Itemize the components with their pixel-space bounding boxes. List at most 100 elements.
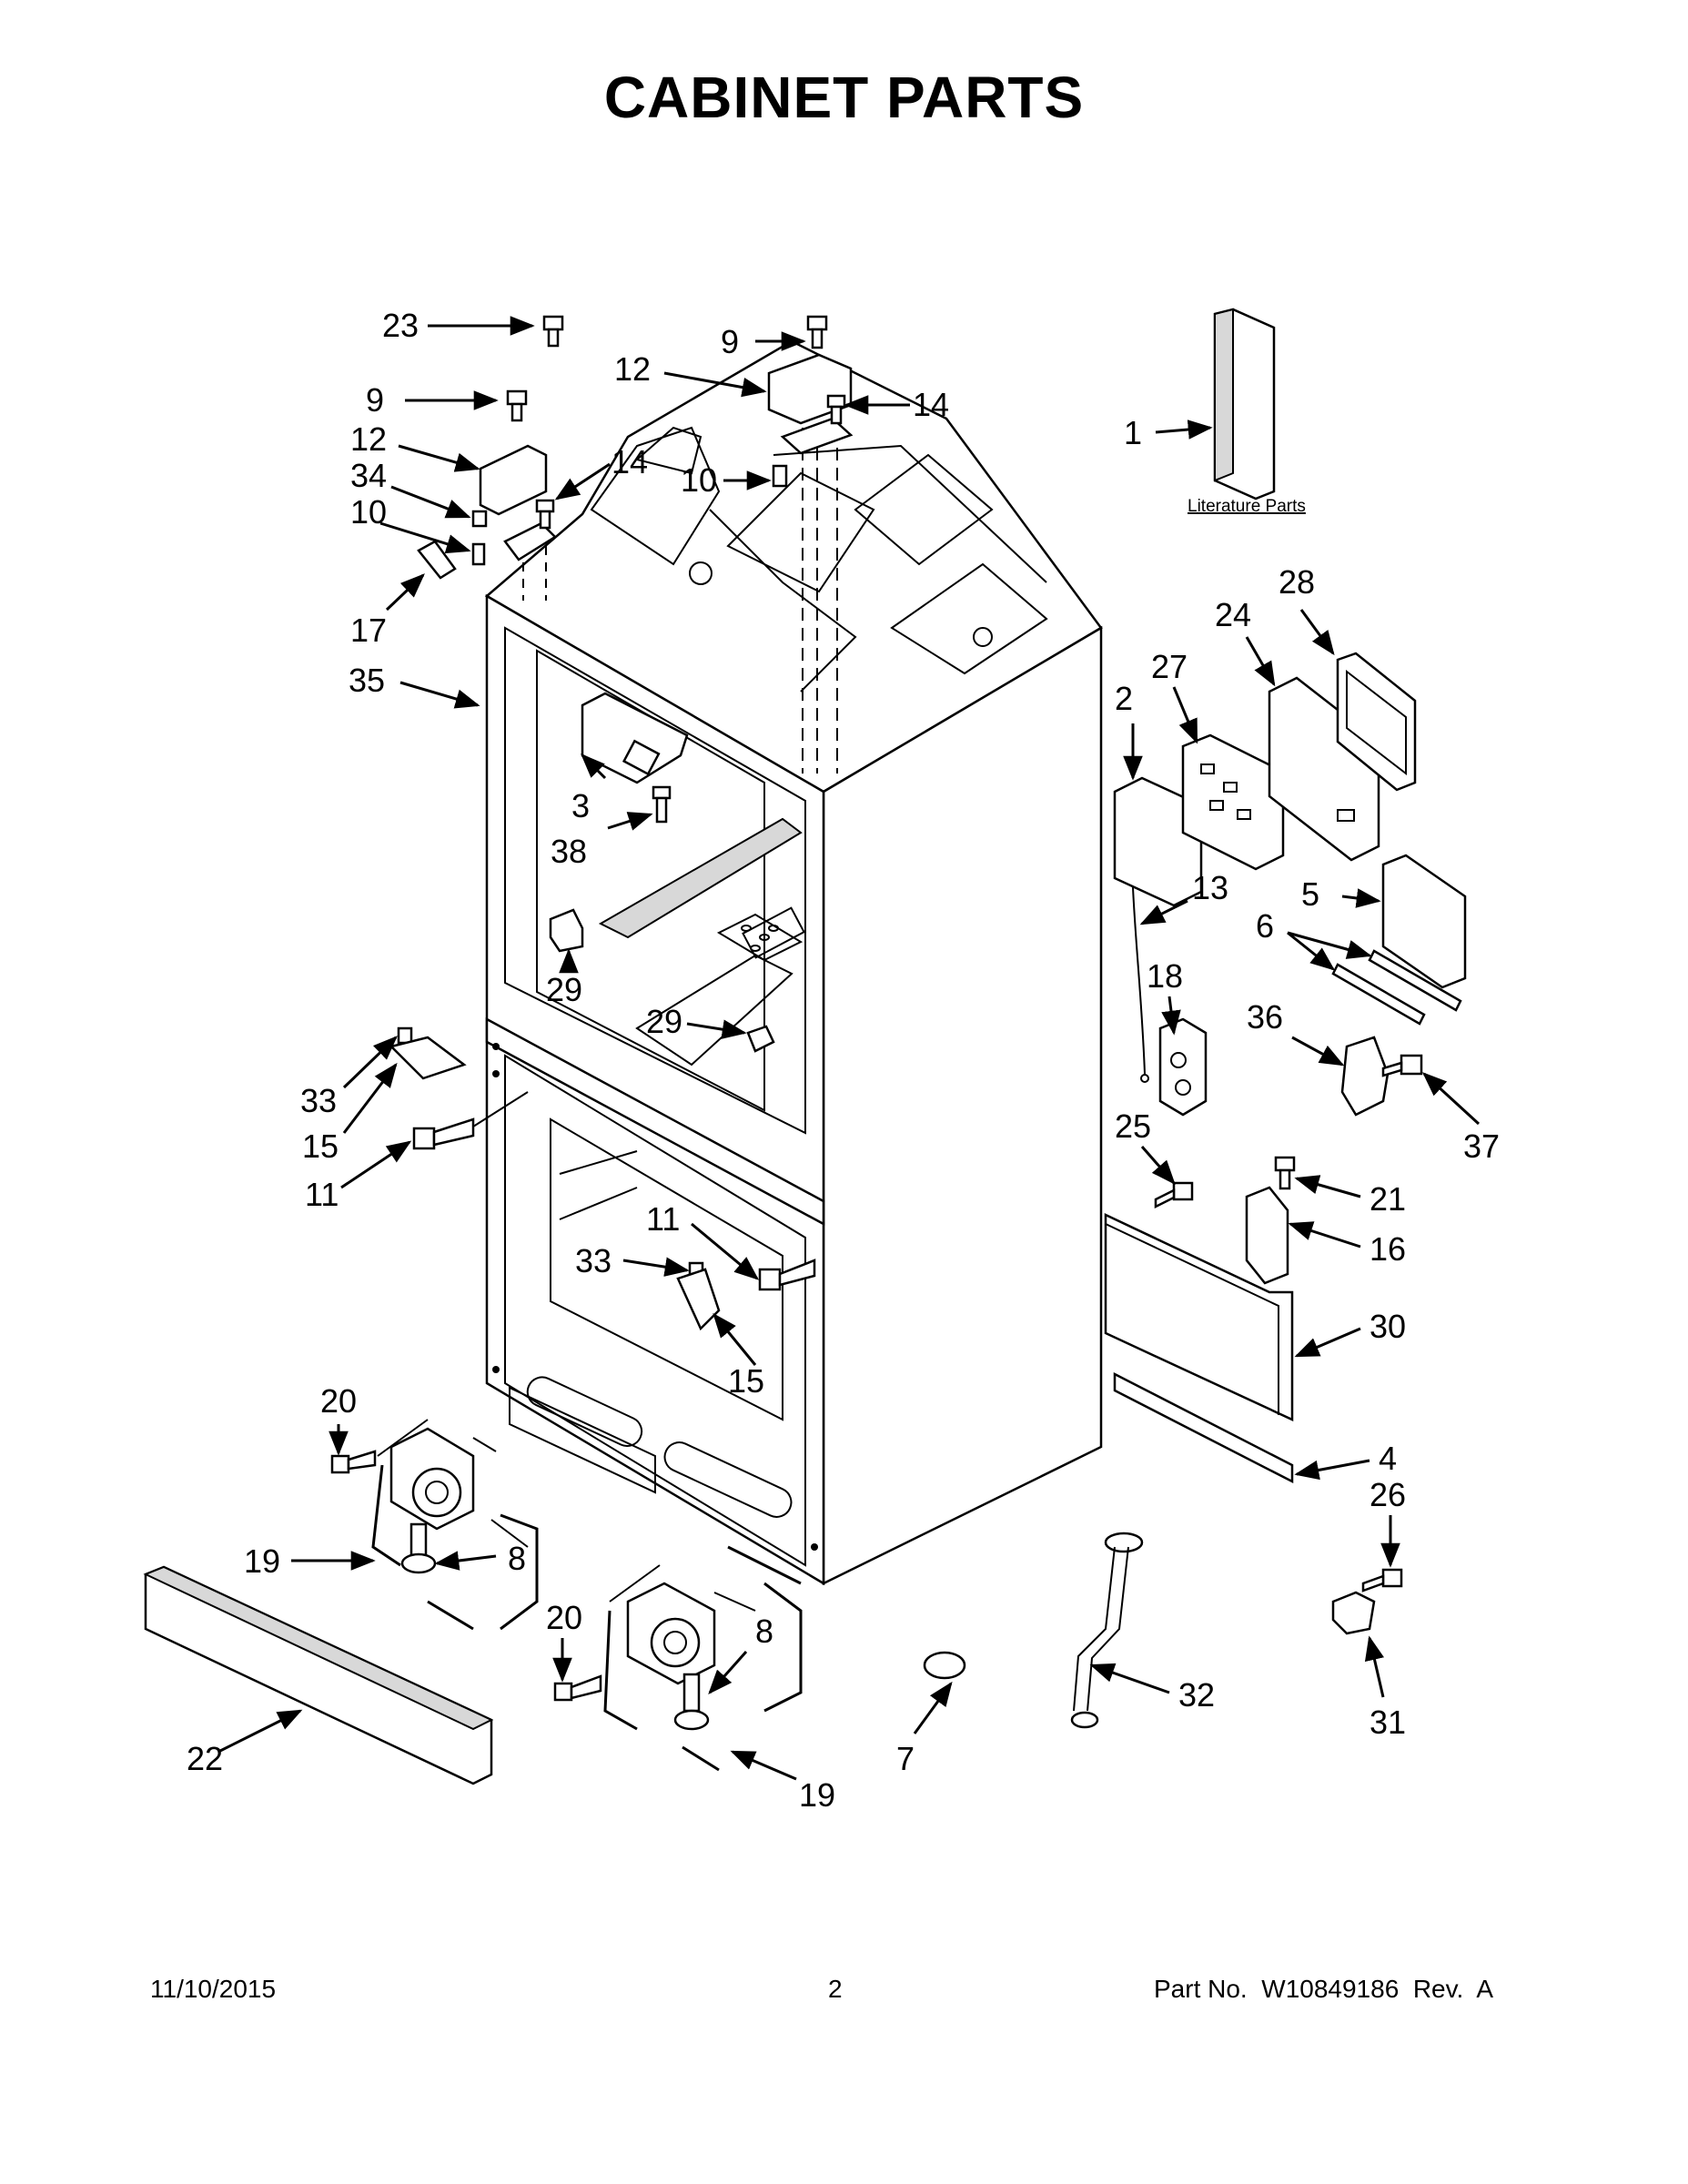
bracket-15-freezer [676,1268,721,1331]
callout-2: 2 [1115,680,1133,717]
bracket-15-left [389,1036,467,1080]
callout-27: 27 [1151,648,1188,685]
callout-5: 5 [1301,875,1319,913]
vent-panel [716,913,804,962]
clamp-31 [1331,1591,1376,1635]
bracket-36 [1340,1036,1390,1117]
callout-38: 38 [551,833,587,870]
callout-10-right: 10 [681,461,717,499]
callout-29-upper: 29 [546,971,582,1008]
roller-right [609,1564,756,1685]
callout-7: 7 [896,1740,915,1777]
bolt-20-left [330,1450,377,1474]
literature-parts-label: Literature Parts [1188,497,1306,516]
grommet-7 [923,1651,966,1680]
board-5 [1381,854,1467,989]
cover-16 [1245,1186,1289,1285]
bolt-20-right [553,1674,602,1702]
callout-24: 24 [1215,596,1251,633]
screw-38 [652,785,672,824]
callout-33-left: 33 [300,1082,337,1119]
callout-8-left: 8 [508,1540,526,1577]
callout-9-right: 9 [721,323,739,360]
callout-17: 17 [350,612,387,649]
screw-14-left [535,499,555,530]
callout-16: 16 [1370,1230,1406,1268]
literature-book [1213,308,1276,500]
callout-9-left: 9 [366,381,384,419]
callout-11-freezer: 11 [646,1200,680,1238]
callout-15-freezer: 15 [728,1362,764,1400]
callout-6: 6 [1256,907,1274,945]
pin-10-right [772,464,788,488]
panel-30 [1104,1213,1294,1421]
control-board-27 [1181,733,1285,871]
bolt-11-freezer [758,1259,816,1291]
callout-28: 28 [1279,563,1315,601]
tube-32 [1070,1532,1144,1729]
leader-lines [217,316,1481,1781]
leveler-right [673,1673,710,1731]
callout-11-left: 11 [305,1176,339,1213]
screw-25 [1154,1181,1194,1209]
callout-29-lower: 29 [646,1003,682,1040]
screw-23 [542,315,564,348]
pin-10-left [471,542,486,566]
clip-29-upper [549,908,584,953]
callout-4: 4 [1379,1440,1397,1477]
callout-1: 1 [1124,414,1142,451]
screw-26 [1361,1568,1403,1592]
hinge-plate-right [780,417,854,455]
callout-23: 23 [382,307,419,344]
callout-10-left: 10 [350,493,387,531]
callout-34: 34 [350,457,387,494]
leveler-left [400,1522,437,1574]
callout-21: 21 [1370,1180,1406,1218]
callout-37: 37 [1463,1127,1500,1165]
roller-frame-right [603,1545,803,1772]
callout-25: 25 [1115,1107,1151,1145]
callout-labels: 23 9 12 34 10 14 17 35 9 12 14 10 1 Lite… [187,307,1500,1814]
gasket-28 [1336,652,1417,792]
footer-page-number: 2 [828,1975,843,2003]
cabinet-shell [484,339,1103,1586]
page-title: CABINET PARTS [603,65,1085,130]
callout-14-right: 14 [913,386,949,423]
footer-part-number: Part No. W10849186 Rev. A [1154,1975,1494,2003]
roller-left [377,1419,529,1548]
screw-21 [1274,1156,1296,1190]
callout-20-left: 20 [320,1382,357,1420]
callout-31: 31 [1370,1704,1406,1741]
wire-13 [1132,886,1149,1083]
callout-20-right: 20 [546,1599,582,1636]
callout-8-right: 8 [755,1613,773,1650]
valve-18 [1158,1017,1208,1117]
spacer-33-left [397,1026,413,1045]
callout-14-left: 14 [612,443,648,480]
callout-19-right: 19 [799,1776,835,1814]
callout-26: 26 [1370,1476,1406,1513]
bolt-11-left [412,1091,529,1150]
footer-date: 11/10/2015 [150,1975,277,2003]
screw-37 [1381,1054,1423,1077]
hinge-plate-left [503,521,557,561]
spacer-17 [417,540,457,580]
hinge-cover-left [479,444,548,516]
callout-30: 30 [1370,1308,1406,1345]
callout-13: 13 [1192,869,1228,906]
callout-3: 3 [571,787,590,824]
callout-19-left: 19 [244,1542,280,1580]
grille-22 [143,1565,494,1785]
callout-33-freezer: 33 [575,1242,612,1279]
callout-35: 35 [349,662,385,699]
callout-32: 32 [1178,1676,1215,1714]
callout-15-left: 15 [302,1127,339,1165]
callout-12-right: 12 [614,350,651,388]
clip-29-lower [746,1025,775,1053]
callout-36: 36 [1247,998,1283,1036]
roller-frame-left [371,1464,539,1631]
screw-9-right [806,315,828,349]
bushing-34 [471,510,488,528]
callout-22: 22 [187,1740,223,1777]
